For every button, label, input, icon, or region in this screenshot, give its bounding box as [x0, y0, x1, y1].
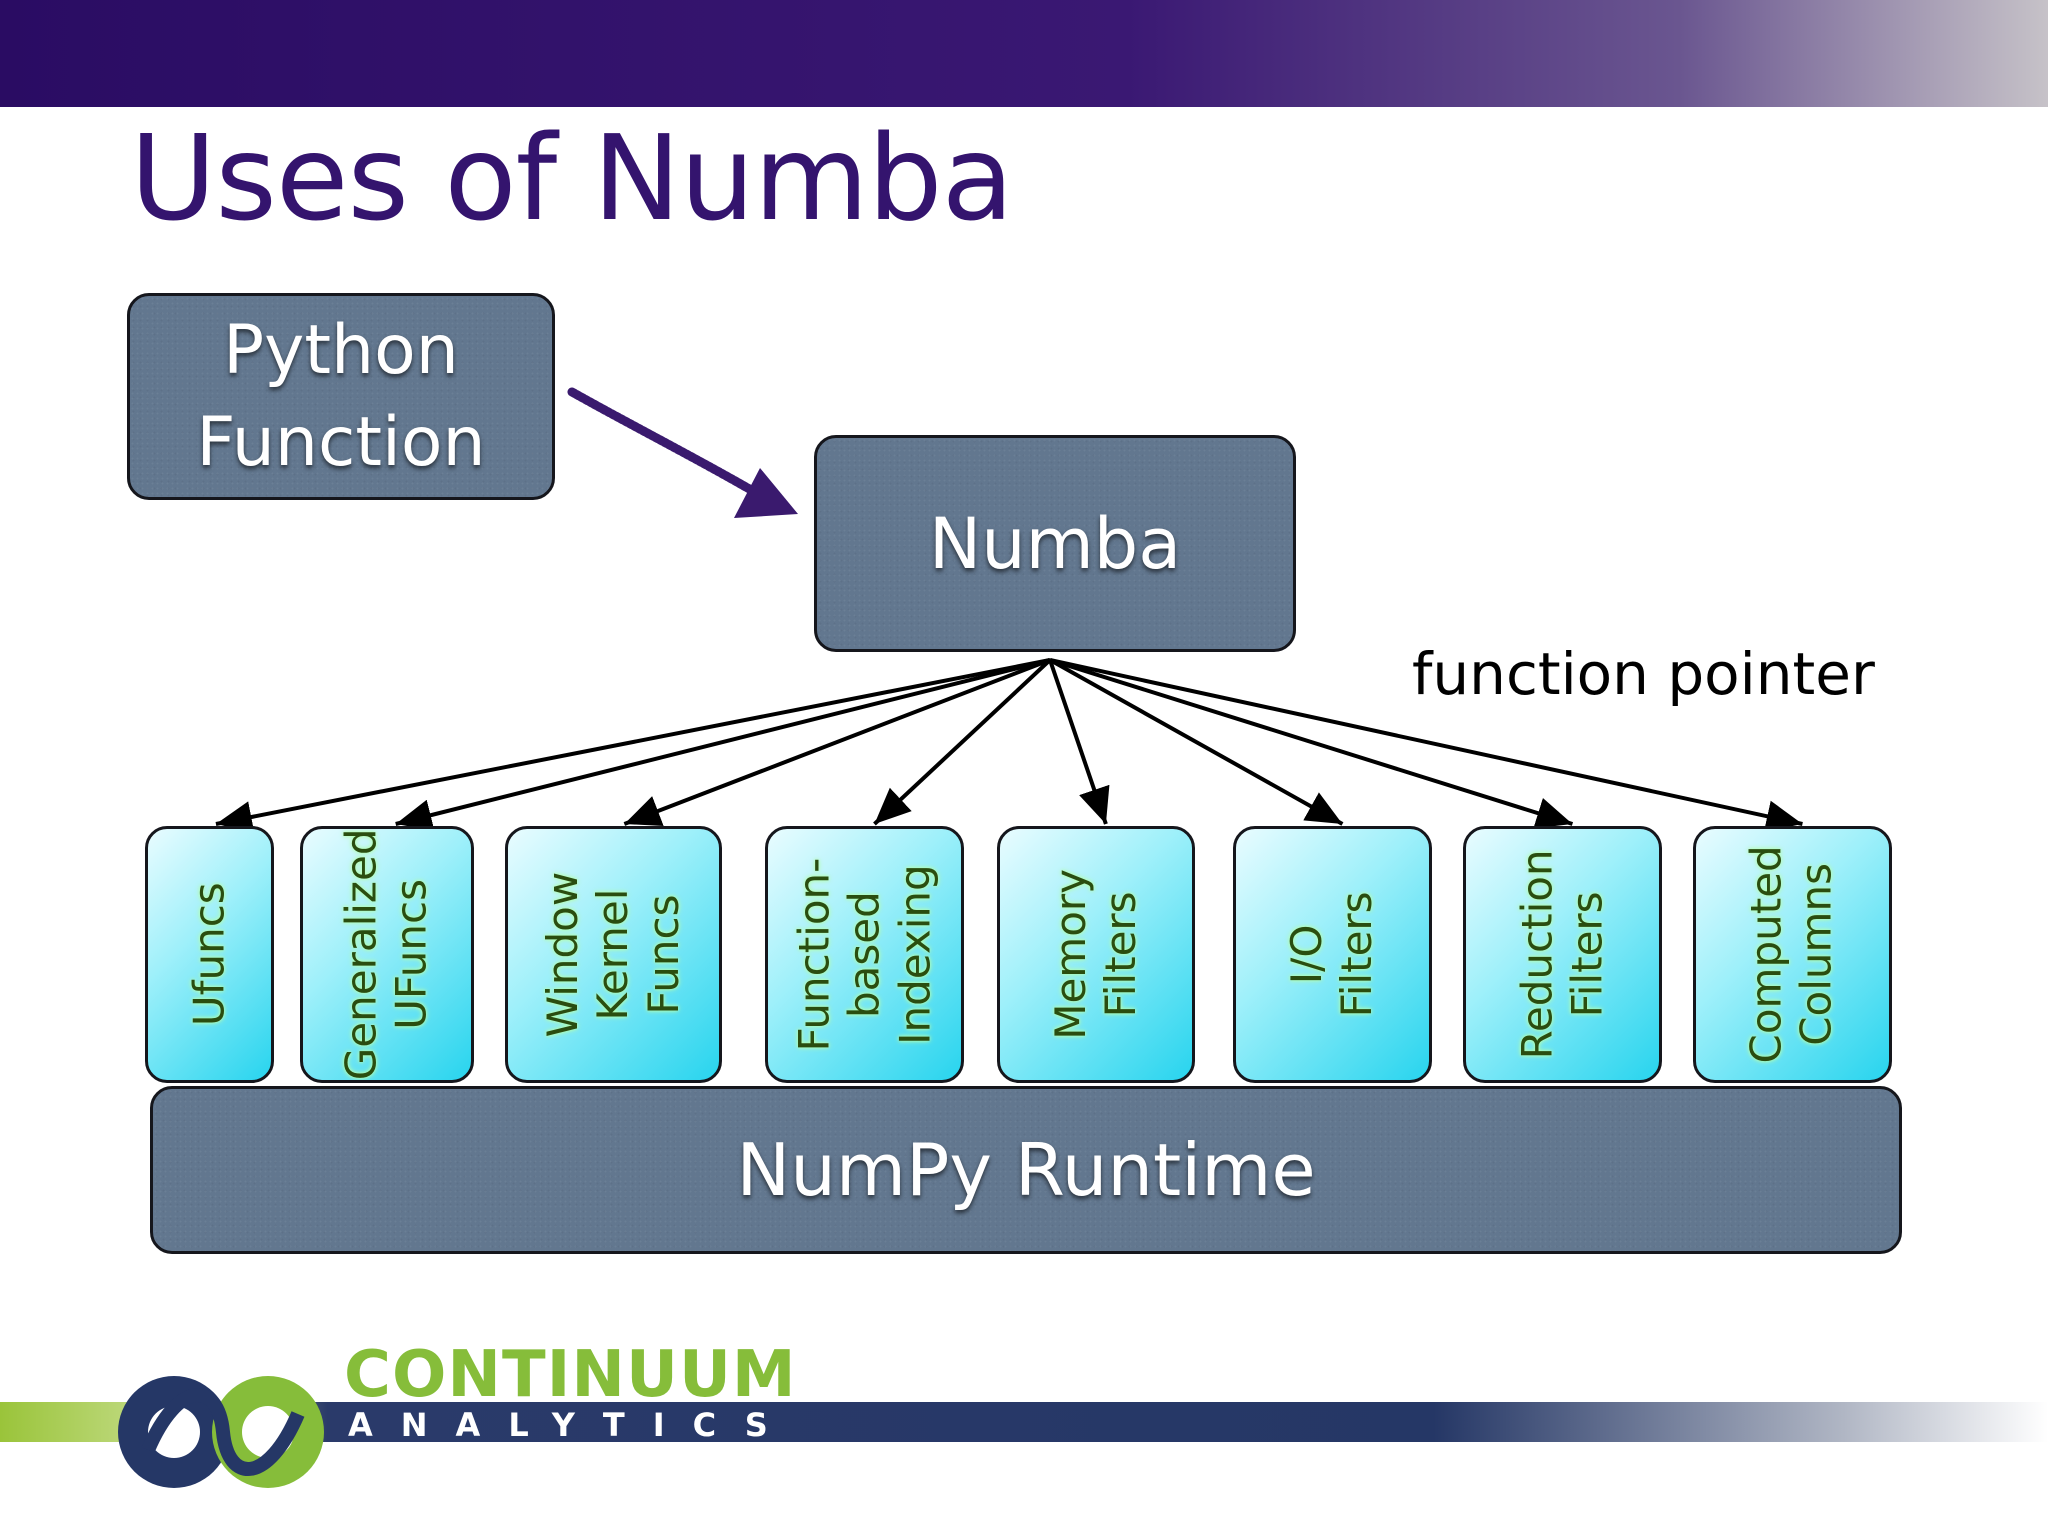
column-label: I/O Filters [1282, 891, 1382, 1018]
python-to-numba-arrow [567, 387, 798, 518]
column-ufuncs: Ufuncs [145, 826, 274, 1083]
numba-box: Numba [814, 435, 1296, 652]
column-window-kernel-funcs: Window Kernel Funcs [505, 826, 722, 1083]
logo-band [0, 1402, 2048, 1442]
fanout-arrows [215, 658, 1803, 833]
python-function-label: Python Function [196, 310, 486, 482]
column-memory-filters: Memory Filters [997, 826, 1195, 1083]
fanout-arrow [623, 658, 1051, 826]
column-label: Computed Columns [1742, 845, 1842, 1064]
column-generalized-ufuncs: Generalized UFuncs [300, 826, 474, 1083]
logo-wordmark: CONTINUUM [344, 1338, 797, 1412]
fanout-arrow [873, 658, 1052, 826]
numba-label: Numba [928, 502, 1182, 585]
continuum-infinity-icon [118, 1376, 324, 1488]
function-pointer-annotation: function pointer [1412, 640, 1875, 708]
numpy-runtime-label: NumPy Runtime [736, 1128, 1316, 1212]
fanout-arrow [1049, 658, 1803, 832]
column-label: Memory Filters [1045, 869, 1145, 1040]
logo-subtitle: ANALYTICS [348, 1406, 796, 1444]
column-label: Reduction Filters [1512, 849, 1612, 1060]
column-io-filters: I/O Filters [1233, 826, 1432, 1083]
slide-title: Uses of Numba [130, 109, 1014, 247]
fanout-arrow [1048, 659, 1110, 825]
column-label: Ufuncs [184, 882, 234, 1027]
fanout-arrow [395, 658, 1051, 831]
column-computed-columns: Computed Columns [1693, 826, 1892, 1083]
numpy-runtime-box: NumPy Runtime [150, 1086, 1902, 1254]
fanout-arrow [215, 658, 1051, 833]
python-function-box: Python Function [127, 293, 555, 500]
column-label: Function- based Indexing [788, 857, 939, 1052]
column-function-based-indexing: Function- based Indexing [765, 826, 964, 1083]
column-reduction-filters: Reduction Filters [1463, 826, 1662, 1083]
column-label: Window Kernel Funcs [537, 871, 688, 1038]
continuum-logo: CONTINUUM ANALYTICS [0, 1338, 2048, 1530]
fanout-arrow [1049, 658, 1344, 826]
fanout-arrow [1049, 658, 1574, 829]
column-label: Generalized UFuncs [336, 828, 437, 1081]
header-band [0, 0, 2048, 107]
